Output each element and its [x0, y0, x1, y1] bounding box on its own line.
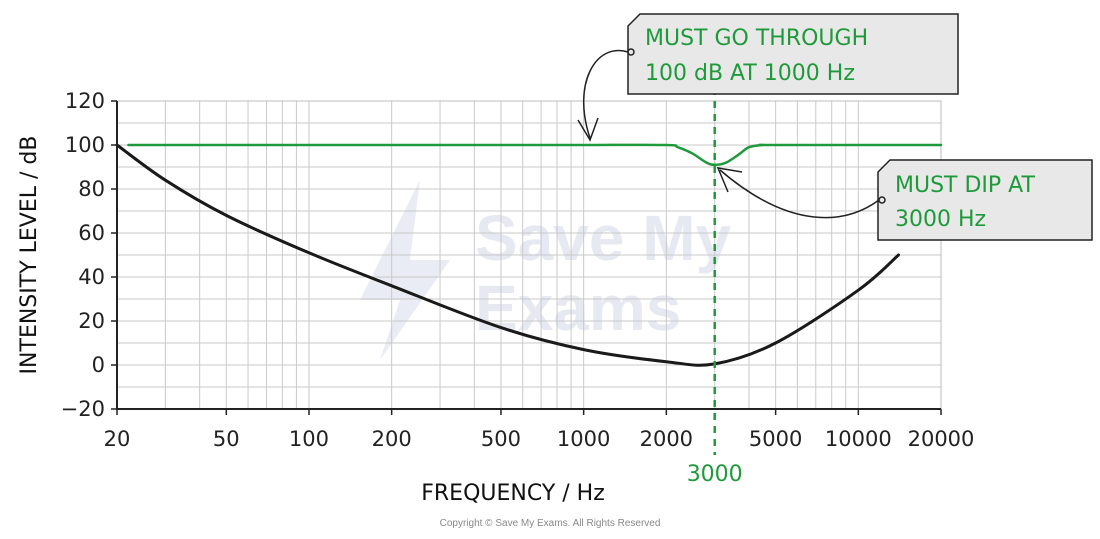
watermark-line-2: Exams: [475, 272, 681, 344]
callout-3000hz-arrow: [719, 169, 880, 219]
marker-line-label: 3000: [687, 462, 743, 487]
watermark-line-1: Save My: [475, 202, 732, 274]
callout-1000hz: MUST GO THROUGH 100 dB AT 1000 Hz: [577, 13, 959, 142]
y-tick-label: 0: [92, 353, 105, 377]
y-tick-label: 40: [78, 265, 105, 289]
series-line-threshold: [115, 143, 900, 367]
x-tick-label: 1000: [557, 427, 610, 451]
series-group: [115, 143, 943, 367]
watermark-logo-icon: [360, 180, 450, 360]
y-tick-label: 20: [78, 309, 105, 333]
x-tick-label: 100: [289, 427, 329, 451]
y-tick-label: 120: [65, 89, 105, 113]
callout-3000hz-box: [877, 159, 1093, 241]
callout-3000hz: MUST DIP AT 3000 Hz: [716, 159, 1093, 241]
callout-1000hz-line-2: 100 dB AT 1000 Hz: [645, 61, 855, 86]
callout-3000hz-line-1: MUST DIP AT: [895, 173, 1036, 198]
callout-1000hz-line-1: MUST GO THROUGH: [645, 26, 868, 51]
callout-1000hz-arrow: [582, 49, 629, 139]
x-tick-label: 200: [372, 427, 412, 451]
x-axis-title: FREQUENCY / Hz: [421, 481, 605, 506]
callout-1000hz-box: [627, 13, 959, 95]
y-tick-label: 60: [78, 221, 105, 245]
y-tick-label: −20: [61, 397, 105, 421]
y-axis-title: INTENSITY LEVEL / dB: [17, 136, 42, 375]
y-tick-label: 80: [78, 177, 105, 201]
y-tick-label: 100: [65, 133, 105, 157]
series-line-requirement: [127, 143, 943, 167]
grid: [116, 100, 942, 410]
axes: −20 0 20 40 60 80 100 120 20 50 100 200 500 1000 2000 5…: [61, 89, 975, 451]
copyright-notice: Copyright © Save My Exams. All Rights Re…: [440, 518, 661, 529]
watermark: Save My Exams: [360, 180, 732, 360]
callout-3000hz-line-2: 3000 Hz: [895, 207, 986, 232]
callout-3000hz-arrowhead: [716, 167, 743, 193]
x-tick-label: 20: [104, 427, 131, 451]
x-tick-label: 5000: [749, 427, 802, 451]
x-tick-label: 10000: [825, 427, 892, 451]
marker-line-group: 3000: [687, 88, 743, 487]
callout-1000hz-arrowhead: [577, 117, 599, 142]
x-tick-label: 2000: [640, 427, 693, 451]
x-tick-label: 20000: [908, 427, 975, 451]
x-tick-label: 50: [213, 427, 240, 451]
x-tick-label: 500: [481, 427, 521, 451]
